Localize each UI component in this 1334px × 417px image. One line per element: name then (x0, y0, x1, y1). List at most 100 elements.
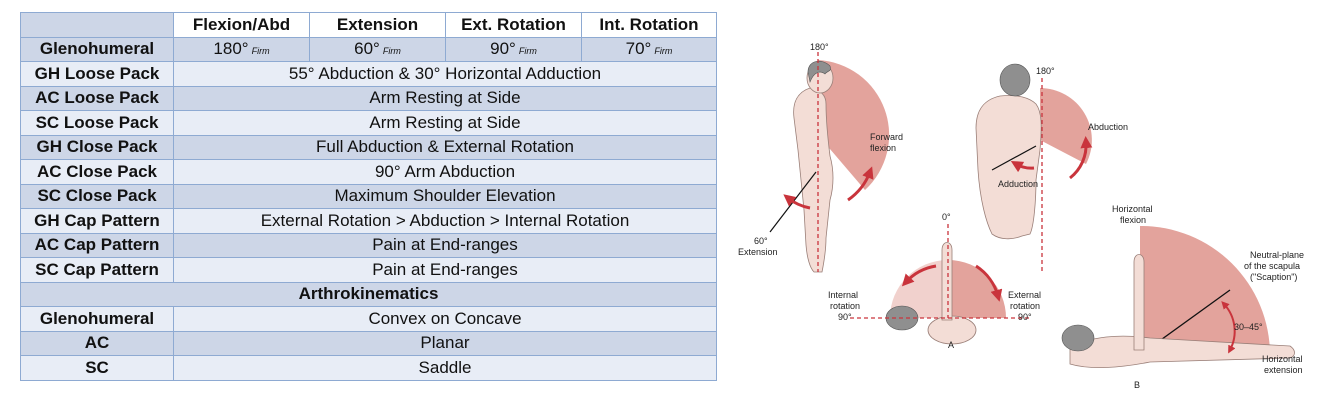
scaption-angle-arrow (1221, 301, 1236, 354)
cell-value: 70° (625, 39, 652, 59)
end-feel-note: Firm (654, 46, 673, 57)
row-value: Pain at End-ranges (173, 257, 717, 283)
row-label: AC Close Pack (20, 159, 174, 185)
flexion-arrow (847, 166, 874, 202)
gh-ext-rotation-cell: 90°Firm (445, 36, 582, 62)
cell-value: 60° (354, 39, 380, 59)
gh-int-rotation-cell: 70°Firm (581, 36, 717, 62)
row-value: Saddle (173, 355, 717, 381)
header-extension: Extension (309, 12, 446, 38)
header-int-rotation: Int. Rotation (581, 12, 717, 38)
rotation-view-arm (941, 242, 953, 321)
person-side-body (793, 87, 834, 273)
table-header-row: Flexion/Abd Extension Ext. Rotation Int.… (20, 12, 717, 38)
internal-rotation-label-1: Internal (828, 290, 858, 300)
row-value: Full Abduction & External Rotation (173, 134, 717, 160)
abduction-label: Abduction (1088, 122, 1128, 132)
extension-angle-label: 60° (754, 236, 768, 246)
horizontal-view-body (1069, 335, 1295, 369)
horizontal-range-wedge (1140, 225, 1270, 355)
forward-flexion-label-2: flexion (870, 143, 896, 153)
abduction-range-wedge (1040, 88, 1092, 164)
horizontal-view-figure: Horizontal flexion Neutral-plane of the … (1061, 204, 1304, 390)
rotation-view-figure: 0° Internal rotation 90° External rotati… (828, 212, 1041, 350)
side-view-figure: 180° Forward flexion 60° Extension (738, 42, 903, 273)
external-rotation-wedge (948, 260, 1006, 318)
cell-value: 180° (213, 39, 249, 59)
person-back-body (975, 95, 1042, 240)
forward-flexion-label-1: Forward (870, 132, 903, 142)
row-label: AC Cap Pattern (20, 232, 174, 258)
adduction-line (991, 145, 1037, 171)
end-feel-note: Firm (382, 46, 401, 57)
person-side-hair (807, 60, 831, 84)
header-blank-cell (20, 12, 174, 38)
internal-rotation-label-2: rotation (830, 301, 860, 311)
horizontal-extension-label-2: extension (1264, 365, 1303, 375)
internal-rotation-wedge (890, 260, 948, 318)
rotation-top-angle: 0° (942, 212, 951, 222)
scaption-label-3: ("Scaption") (1250, 272, 1297, 282)
horizontal-view-arm (1133, 254, 1145, 351)
row-label: SC Cap Pattern (20, 257, 174, 283)
internal-rotation-angle: 90° (838, 312, 852, 322)
row-value: 90° Arm Abduction (173, 159, 717, 185)
panel-letter-a: A (948, 340, 954, 350)
row-value: Planar (173, 330, 717, 356)
row-label: GH Close Pack (20, 134, 174, 160)
adduction-label: Adduction (998, 179, 1038, 189)
horizontal-flexion-label-2: flexion (1120, 215, 1146, 225)
external-rotation-angle: 90° (1018, 312, 1032, 322)
extension-label: Extension (738, 247, 778, 257)
panel-letter-b: B (1134, 380, 1140, 390)
side-top-angle: 180° (810, 42, 829, 52)
row-label: SC Loose Pack (20, 110, 174, 136)
row-value: External Rotation > Abduction > Internal… (173, 208, 717, 234)
gh-extension-cell: 60°Firm (309, 36, 446, 62)
extension-arrow (783, 194, 811, 210)
row-value: 55° Abduction & 30° Horizontal Adduction (173, 61, 717, 87)
cell-value: 90° (490, 39, 516, 59)
shoulder-motion-illustration: 180° Forward flexion 60° Extension 180° … (738, 42, 1304, 390)
back-view-figure: 180° Abduction Adduction (975, 63, 1128, 272)
header-flexion-abd: Flexion/Abd (173, 12, 310, 38)
row-label: GH Cap Pattern (20, 208, 174, 234)
gh-flexion-cell: 180°Firm (173, 36, 310, 62)
row-value: Arm Resting at Side (173, 110, 717, 136)
end-feel-note: Firm (251, 46, 270, 57)
horizontal-view-head (1061, 324, 1095, 352)
adduction-arrow (1010, 160, 1035, 173)
table-row-glenohumeral: Glenohumeral 180°Firm 60°Firm 90°Firm 70… (20, 36, 717, 62)
row-label: GH Loose Pack (20, 61, 174, 87)
scaption-angle-label: 30–45° (1234, 322, 1263, 332)
row-label: Glenohumeral (20, 36, 174, 62)
section-title: Arthrokinematics (20, 281, 717, 307)
external-rotation-arrow (975, 264, 1003, 302)
back-top-angle: 180° (1036, 66, 1055, 76)
scaption-label-1: Neutral-plane (1250, 250, 1304, 260)
internal-rotation-arrow (901, 264, 937, 287)
person-back-head (999, 63, 1031, 97)
abduction-arrow (1069, 136, 1093, 180)
scaption-label-2: of the scapula (1244, 261, 1300, 271)
row-value: Pain at End-ranges (173, 232, 717, 258)
flexion-range-wedge (818, 60, 890, 190)
external-rotation-label-1: External (1008, 290, 1041, 300)
row-value: Arm Resting at Side (173, 85, 717, 111)
row-label: SC Close Pack (20, 183, 174, 209)
row-value: Maximum Shoulder Elevation (173, 183, 717, 209)
row-label: SC (20, 355, 174, 381)
horizontal-extension-label-1: Horizontal (1262, 354, 1303, 364)
row-label: AC Loose Pack (20, 85, 174, 111)
